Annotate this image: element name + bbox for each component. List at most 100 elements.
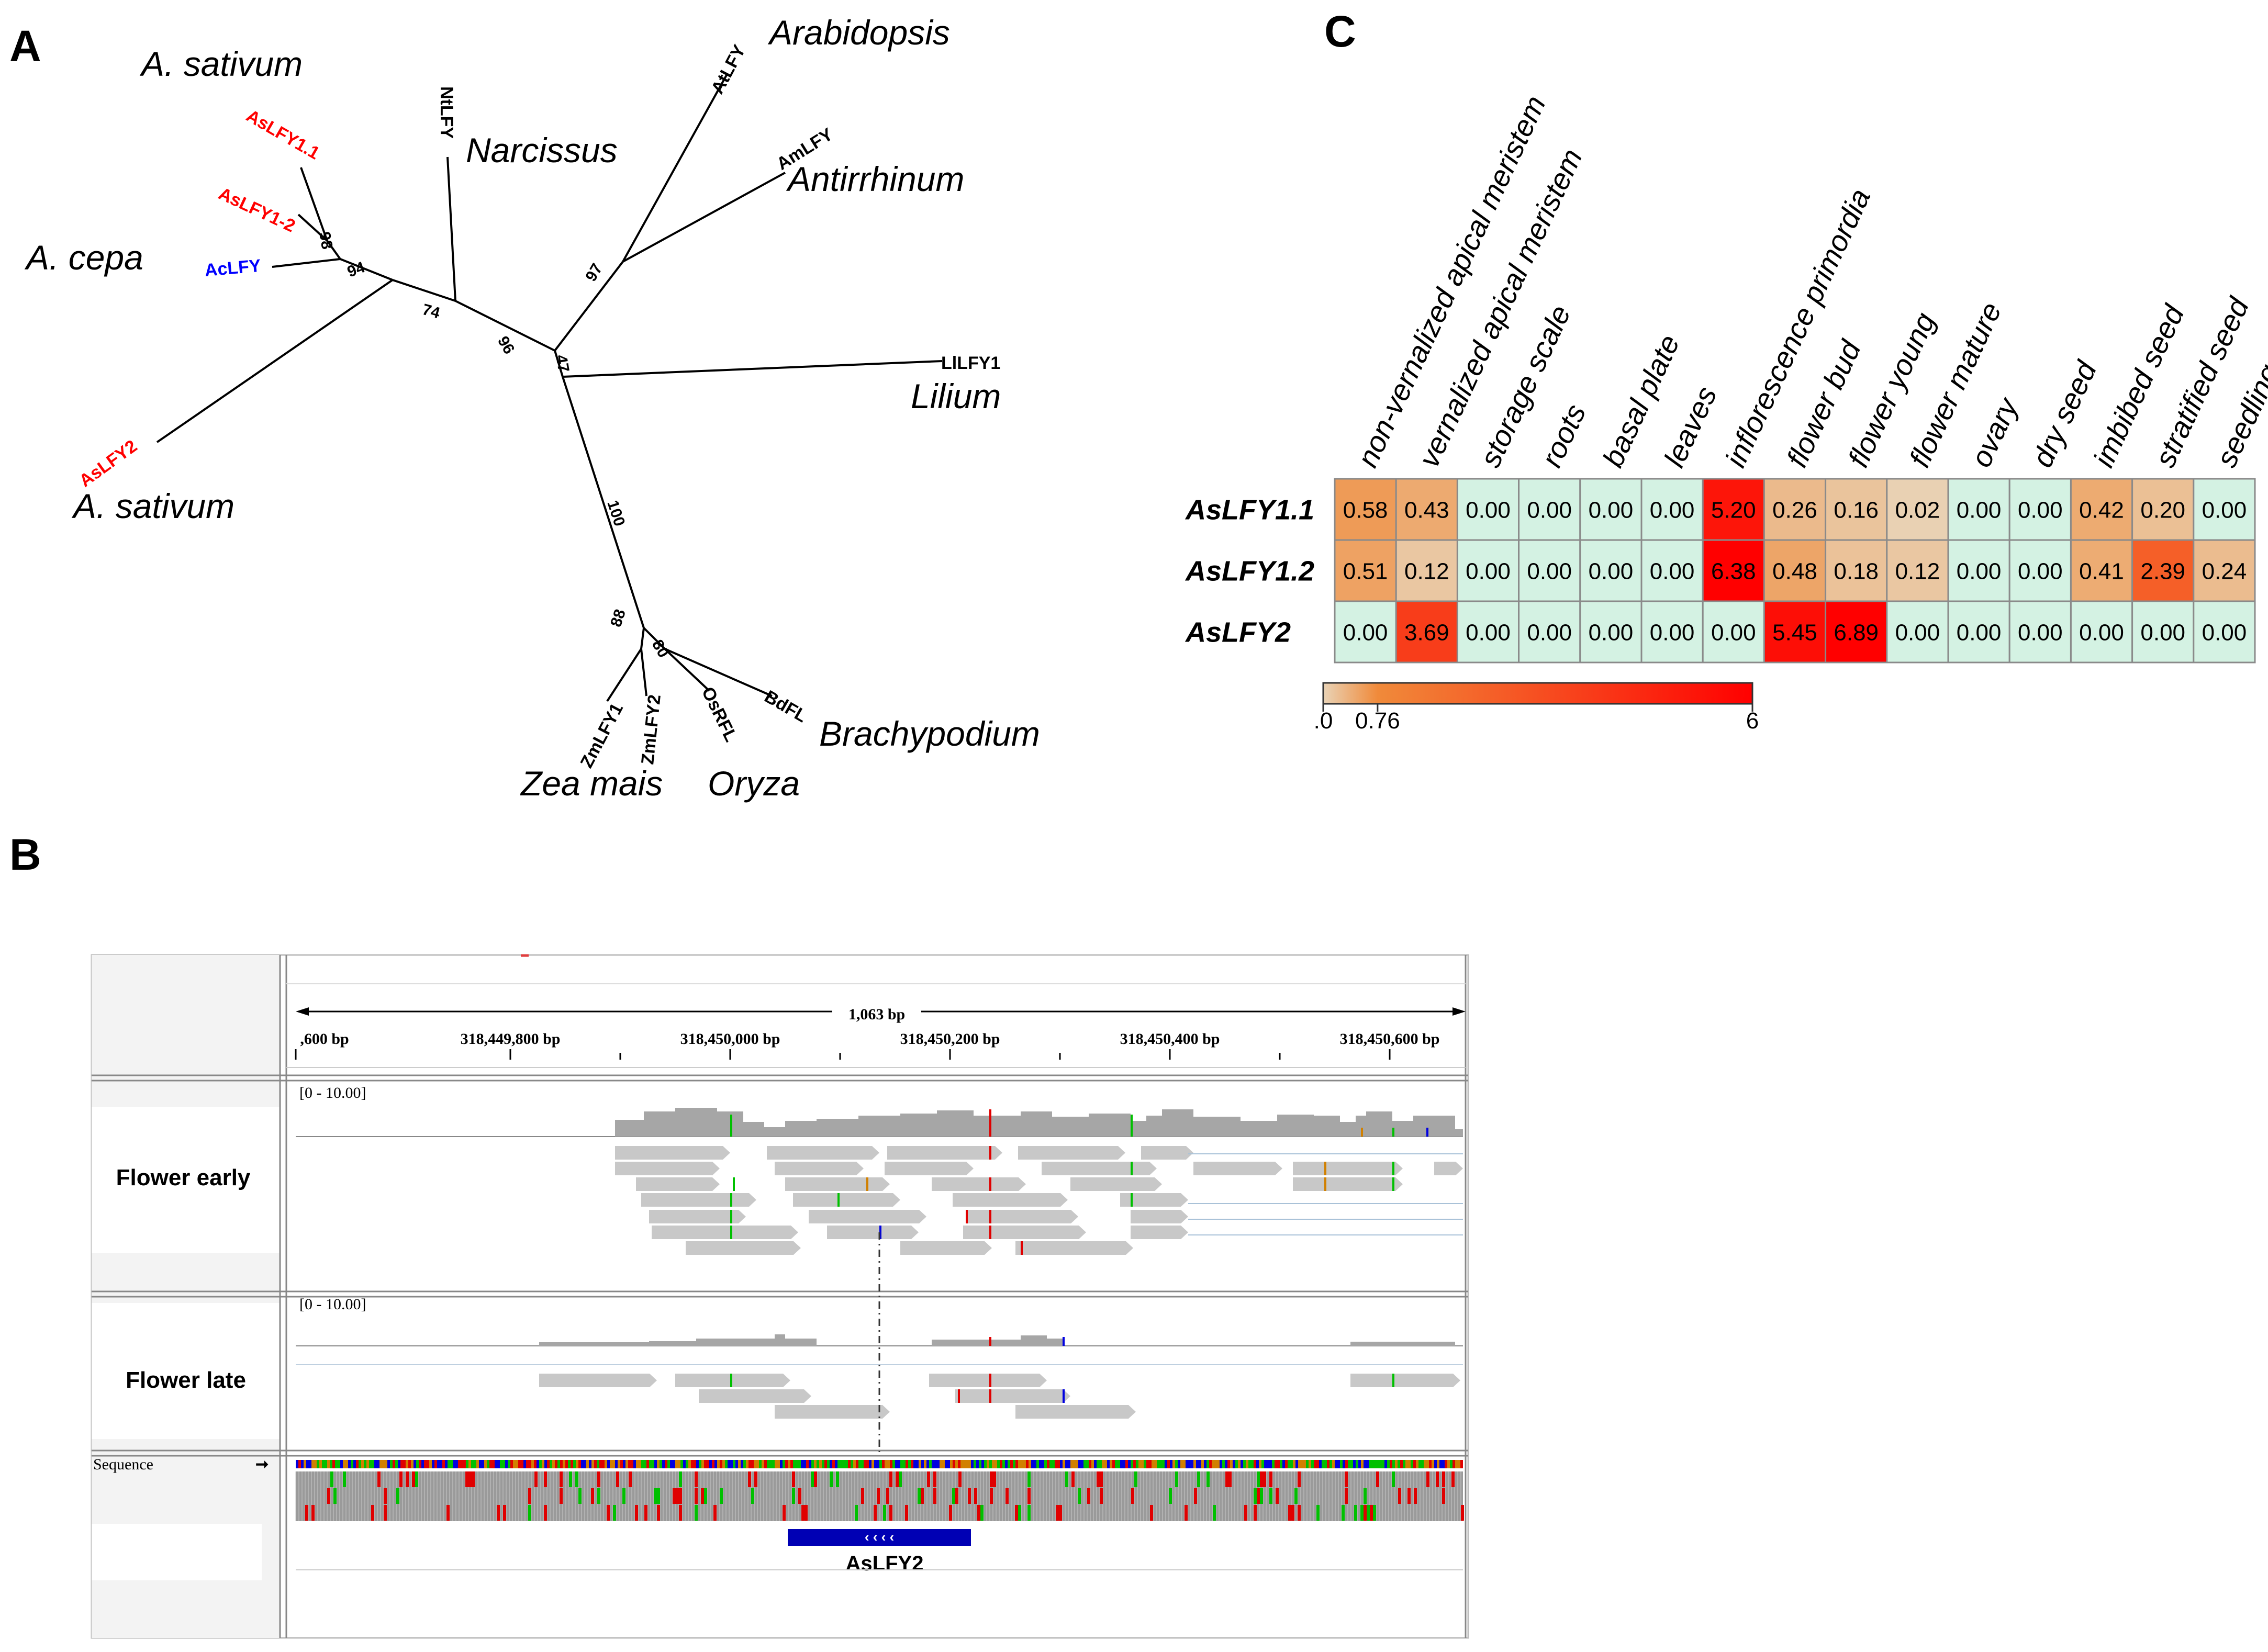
branch-allium-stem	[392, 279, 456, 302]
colorbar-tick-label: 6	[1746, 708, 1759, 734]
heatmap-cell-value: 0.00	[1650, 498, 1695, 523]
heatmap-cell-value: 0.00	[2018, 620, 2063, 646]
track-label-flower-early[interactable]: Flower early	[116, 1165, 251, 1190]
heatmap-cell	[2008, 600, 2072, 664]
aligned-read	[1015, 1241, 1133, 1255]
mismatch-mark	[1426, 1128, 1428, 1137]
sequence-strand-arrow-icon[interactable]: ➞	[255, 1456, 269, 1473]
branch-aslfy12	[297, 213, 328, 242]
aligned-read	[1434, 1162, 1463, 1175]
branch-maize-node	[640, 627, 645, 649]
sequence-track	[295, 1460, 1464, 1521]
aligned-read	[793, 1193, 900, 1207]
heatmap-cell-value: 0.48	[1772, 559, 1817, 585]
coverage-bar	[1021, 1335, 1047, 1346]
heatmap-row-label: AsLFY1.2	[1185, 556, 1314, 587]
heatmap-cell	[1456, 600, 1520, 664]
coverage-bar	[785, 1121, 817, 1137]
aligned-read	[675, 1374, 790, 1387]
heatmap-cell-value: 0.00	[1957, 559, 2002, 585]
heatmap-cell	[2193, 539, 2256, 602]
coverage-bar	[1188, 1129, 1277, 1137]
heatmap-cell	[1640, 478, 1704, 541]
coverage-bar	[764, 1127, 785, 1137]
track-range-flower-late: [0 - 10.00]	[299, 1296, 366, 1313]
aligned-read	[1193, 1162, 1282, 1175]
ruler-tick-label: 318,449,800 bp	[461, 1030, 561, 1048]
branch-aclfy	[272, 258, 341, 268]
mismatch-mark	[730, 1193, 732, 1207]
coverage-bar	[1047, 1339, 1063, 1346]
mismatch-mark	[1131, 1115, 1133, 1137]
heatmap-row-label: AsLFY2	[1185, 617, 1291, 648]
mismatch-mark	[866, 1177, 868, 1191]
heatmap-cell-value: 0.43	[1404, 498, 1449, 523]
mismatch-mark	[1131, 1193, 1133, 1207]
gene-feature-aslfy2[interactable]	[788, 1529, 971, 1546]
heatmap-cell	[2193, 600, 2256, 664]
coverage-bar	[649, 1341, 696, 1346]
mismatch-mark	[733, 1177, 735, 1191]
heatmap-cell	[1579, 600, 1643, 664]
heatmap-cell-value: 0.00	[1527, 498, 1572, 523]
ruler-tick-label: 318,450,000 bp	[680, 1030, 780, 1048]
aligned-read	[929, 1374, 1047, 1387]
coverage-bar	[615, 1120, 644, 1137]
heatmap-cell-value: 0.00	[2140, 620, 2185, 646]
aligned-read	[955, 1389, 1070, 1403]
coverage-bar	[775, 1334, 785, 1346]
branch-zmlfy1	[606, 648, 642, 702]
heatmap-cell-value: 0.12	[1404, 559, 1449, 585]
mismatch-mark	[958, 1389, 960, 1403]
mismatch-mark	[837, 1193, 840, 1207]
ruler-tick-label: ,600 bp	[300, 1030, 349, 1048]
branch-allium-node	[340, 258, 393, 281]
species-label: Arabidopsis	[767, 13, 950, 52]
branch-aslfy11	[300, 167, 328, 241]
species-label: Oryza	[708, 764, 800, 803]
mismatch-mark	[1063, 1389, 1065, 1403]
aligned-read	[1131, 1226, 1188, 1239]
species-label: A. cepa	[24, 238, 143, 277]
heatmap-cell-value: 5.20	[1711, 498, 1756, 523]
coverage-bar	[743, 1122, 764, 1137]
panel-label-b: B	[9, 830, 41, 879]
heatmap-cell-value: 0.00	[1466, 498, 1511, 523]
track-range-flower-early: [0 - 10.00]	[299, 1084, 366, 1102]
heatmap-cell-value: 0.18	[1834, 559, 1879, 585]
coverage-bar	[1293, 1129, 1398, 1137]
ruler-left-arrow	[296, 1007, 309, 1016]
heatmap-cell-value: 0.00	[1957, 620, 2002, 646]
aligned-read	[900, 1241, 992, 1255]
heatmap-cell	[1334, 539, 1397, 602]
track-label-flower-late[interactable]: Flower late	[126, 1367, 246, 1393]
heatmap-cell	[1334, 600, 1397, 664]
species-label: A. sativum	[71, 487, 234, 525]
heatmap-cell	[1334, 478, 1397, 541]
heatmap-cell-value: 0.00	[2079, 620, 2124, 646]
phylogenetic-tree: A. sativum A. cepa A. sativum Narcissus …	[24, 13, 1040, 803]
coverage-bar	[858, 1116, 900, 1137]
aligned-read	[1018, 1146, 1125, 1160]
mismatch-mark	[1063, 1337, 1065, 1346]
aligned-read	[1015, 1405, 1136, 1419]
heatmap-cell-value: 0.00	[1650, 559, 1695, 585]
heatmap-cell-value: 0.00	[2018, 498, 2063, 523]
heatmap-cell-value: 0.24	[2202, 559, 2247, 585]
heatmap-cell-value: 0.00	[1711, 620, 1756, 646]
aligned-read	[1131, 1210, 1188, 1223]
heatmap-cell-value: 6.38	[1711, 559, 1756, 585]
aligned-read	[963, 1226, 1086, 1239]
heatmap-cell	[2131, 478, 2195, 541]
branch-bdfl	[664, 648, 773, 697]
mismatch-mark	[1392, 1128, 1394, 1137]
coverage-bar	[644, 1111, 675, 1137]
species-label: Lilium	[911, 377, 1001, 415]
ruler-right-arrow	[1453, 1007, 1466, 1016]
gene-label-lllfy1: LlLFY1	[941, 353, 1000, 373]
heatmap-cell-value: 0.00	[1589, 620, 1634, 646]
aligned-read	[636, 1177, 720, 1191]
heatmap-cell	[2008, 478, 2072, 541]
